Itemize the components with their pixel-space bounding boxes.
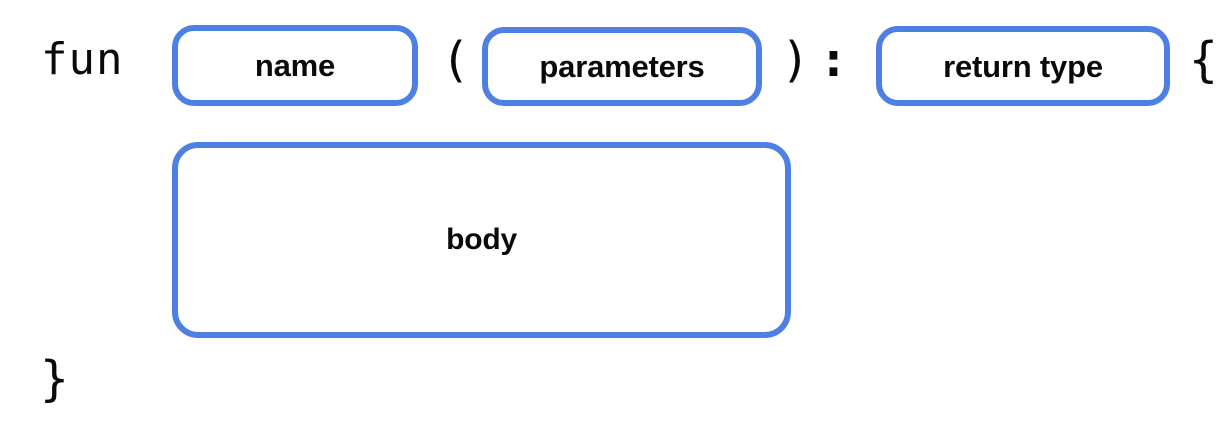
open-brace: { — [1189, 32, 1218, 88]
slot-name-label: name — [254, 48, 336, 83]
slot-body[interactable]: body — [172, 142, 791, 338]
keyword-fun: fun — [41, 34, 124, 85]
close-brace: } — [40, 351, 69, 407]
slot-return-type-label: return type — [943, 48, 1103, 84]
slot-body-label: body — [446, 223, 517, 256]
slot-parameters-label: parameters — [539, 49, 705, 84]
slot-parameters[interactable]: parameters — [482, 27, 762, 106]
open-paren: ( — [441, 32, 470, 88]
slot-name[interactable]: name — [172, 25, 418, 106]
slot-return-type[interactable]: return type — [876, 26, 1170, 106]
colon-separator: : — [819, 32, 848, 88]
close-paren: ) — [781, 32, 810, 88]
